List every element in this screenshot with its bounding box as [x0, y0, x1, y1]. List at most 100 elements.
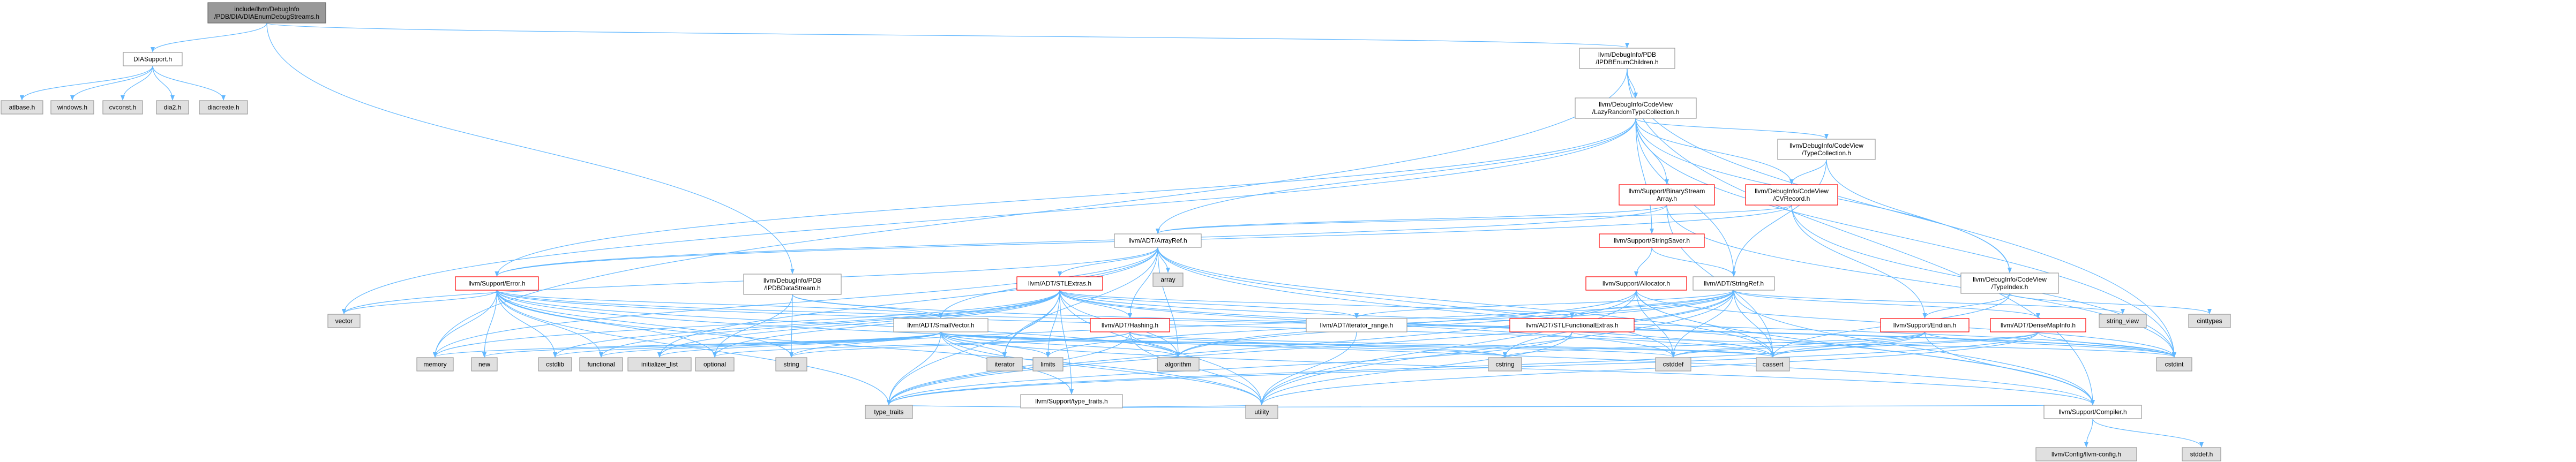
- node-box: [1960, 272, 2059, 294]
- node-error[interactable]: llvm/Support/Error.h: [455, 276, 539, 291]
- node-optional: optional: [695, 357, 735, 372]
- node-label: memory: [423, 361, 446, 368]
- node-memory: memory: [416, 357, 454, 372]
- node-box: [2035, 447, 2137, 461]
- node-stddef: stddef.h: [2182, 447, 2221, 461]
- node-label: /CVRecord.h: [1773, 195, 1810, 202]
- node-stlfunctional[interactable]: llvm/ADT/STLFunctionalExtras.h: [1509, 318, 1635, 332]
- edge-endian-to-cstring: [1503, 331, 1926, 358]
- node-label: llvm/DebugInfo/PDB: [763, 277, 821, 284]
- edge-lazyrandom-to-error: [495, 118, 1636, 277]
- node-endian[interactable]: llvm/Support/Endian.h: [1880, 318, 1970, 332]
- edge-cvrecord-to-endian: [1791, 205, 1927, 319]
- edge-stlextras-to-limits: [1046, 290, 1060, 358]
- edge-densemapinfo-to-cstdint: [2038, 331, 2176, 358]
- node-ipdbdatastream[interactable]: llvm/DebugInfo/PDB/IPDBDataStream.h: [743, 274, 842, 295]
- node-label: llvm/DebugInfo/CodeView: [1789, 142, 1863, 149]
- edge-stringref-to-utility: [1260, 290, 1734, 405]
- node-limits: limits: [1032, 357, 1064, 372]
- node-smallvector[interactable]: llvm/ADT/SmallVector.h: [893, 318, 989, 332]
- node-box: [986, 357, 1023, 372]
- node-typetraitsh[interactable]: llvm/Support/type_traits.h: [1020, 394, 1123, 408]
- edge-lazyrandom-to-vector: [342, 118, 1636, 314]
- node-stlextras[interactable]: llvm/ADT/STLExtras.h: [1016, 276, 1103, 291]
- node-label: iterator: [994, 361, 1014, 368]
- node-root[interactable]: include/llvm/DebugInfo/PDB/DIA/DIAEnumDe…: [207, 2, 326, 24]
- edge-error-to-compiler: [496, 290, 2095, 405]
- edge-typeindex-to-cinttypes: [2009, 293, 2212, 314]
- node-typecollection[interactable]: llvm/DebugInfo/CodeView/TypeCollection.h: [1777, 139, 1876, 160]
- node-label: /IPDBEnumChildren.h: [1596, 58, 1658, 66]
- node-lazyrandom[interactable]: llvm/DebugInfo/CodeView/LazyRandomTypeCo…: [1575, 97, 1697, 119]
- edge-ipdbdatastream-to-string: [789, 294, 794, 358]
- node-box: [199, 100, 248, 115]
- node-box: [1880, 318, 1970, 332]
- node-box: [1599, 233, 1705, 248]
- edge-stringsaver-to-stringref: [1651, 247, 1736, 277]
- edge-stringref-to-stlfunctional: [1570, 290, 1734, 319]
- node-box: [327, 314, 361, 328]
- edge-smallvector-to-typetraits: [887, 331, 941, 405]
- edge-error-to-smallvector: [496, 290, 943, 319]
- node-hashing[interactable]: llvm/ADT/Hashing.h: [1090, 318, 1170, 332]
- edge-root-to-ipdbenum: [266, 22, 1629, 48]
- node-new: new: [471, 357, 498, 372]
- node-label: llvm/Support/BinaryStream: [1629, 187, 1705, 195]
- node-allocator[interactable]: llvm/Support/Allocator.h: [1585, 276, 1687, 291]
- node-box: [627, 357, 692, 372]
- node-compiler[interactable]: llvm/Support/Compiler.h: [2043, 405, 2142, 419]
- node-box: [579, 357, 623, 372]
- edge-error-to-memory: [433, 290, 498, 358]
- edge-arrayref-to-initlist: [657, 247, 1158, 358]
- node-box: [1579, 48, 1675, 69]
- node-box: [1619, 184, 1715, 206]
- node-label: functional: [587, 361, 615, 368]
- edge-ipdbenum-to-cstdint: [1627, 68, 2176, 358]
- edge-hashing-to-string: [789, 331, 1130, 358]
- edge-typecollection-to-cvrecord: [1789, 159, 1827, 185]
- edge-hashing-to-cassert: [1129, 331, 1775, 358]
- edge-error-to-algorithm: [496, 290, 1180, 358]
- node-label: llvm/DebugInfo/CodeView: [1599, 101, 1673, 108]
- node-ipdbenum[interactable]: llvm/DebugInfo/PDB/IPDBEnumChildren.h: [1579, 48, 1675, 69]
- node-densemapinfo[interactable]: llvm/ADT/DenseMapInfo.h: [1990, 318, 2086, 332]
- edge-stlextras-to-functional: [599, 290, 1060, 358]
- node-box: [1777, 139, 1876, 160]
- edge-error-to-cstdlib: [496, 290, 557, 358]
- node-box: [1090, 318, 1170, 332]
- node-box: [207, 2, 326, 24]
- edges-layer: [20, 22, 2212, 448]
- edge-binarystream-to-arrayref: [1156, 205, 1667, 234]
- node-label: cinttypes: [2197, 317, 2222, 325]
- node-label: windows.h: [57, 104, 87, 111]
- edge-stringref-to-string: [789, 290, 1734, 358]
- node-stringsaver[interactable]: llvm/Support/StringSaver.h: [1599, 233, 1705, 248]
- edge-typeindex-to-endian: [1922, 293, 2010, 319]
- node-iteratorrange[interactable]: llvm/ADT/iterator_range.h: [1306, 318, 1407, 332]
- node-label: initializer_list: [641, 361, 678, 368]
- node-box: [2043, 405, 2142, 419]
- node-label: llvm/ADT/ArrayRef.h: [1128, 237, 1187, 245]
- node-label: optional: [703, 361, 726, 368]
- node-label: llvm/Config/llvm-config.h: [2051, 451, 2121, 458]
- edge-hashing-to-cstring: [1129, 331, 1507, 358]
- edge-arrayref-to-hashing: [1128, 247, 1158, 319]
- node-arrayref[interactable]: llvm/ADT/ArrayRef.h: [1114, 233, 1202, 248]
- node-stringref[interactable]: llvm/ADT/StringRef.h: [1693, 276, 1775, 291]
- node-diasupport[interactable]: DIASupport.h: [123, 52, 183, 66]
- node-box: [416, 357, 454, 372]
- node-typeindex[interactable]: llvm/DebugInfo/CodeView/TypeIndex.h: [1960, 272, 2059, 294]
- node-cvrecord[interactable]: llvm/DebugInfo/CodeView/CVRecord.h: [1745, 184, 1838, 206]
- edge-arrayref-to-cassert: [1157, 247, 1775, 358]
- node-llvmconfig: llvm/Config/llvm-config.h: [2035, 447, 2137, 461]
- node-label: llvm/ADT/STLFunctionalExtras.h: [1525, 322, 1618, 329]
- node-box: [123, 52, 183, 66]
- edge-arrayref-to-memory: [433, 247, 1158, 358]
- edge-stlextras-to-cstdlib: [553, 290, 1060, 358]
- node-label: cstdlib: [546, 361, 564, 368]
- edge-error-to-vector: [342, 290, 498, 314]
- node-initlist: initializer_list: [627, 357, 692, 372]
- node-utility: utility: [1245, 405, 1278, 419]
- node-cstring: cstring: [1488, 357, 1522, 372]
